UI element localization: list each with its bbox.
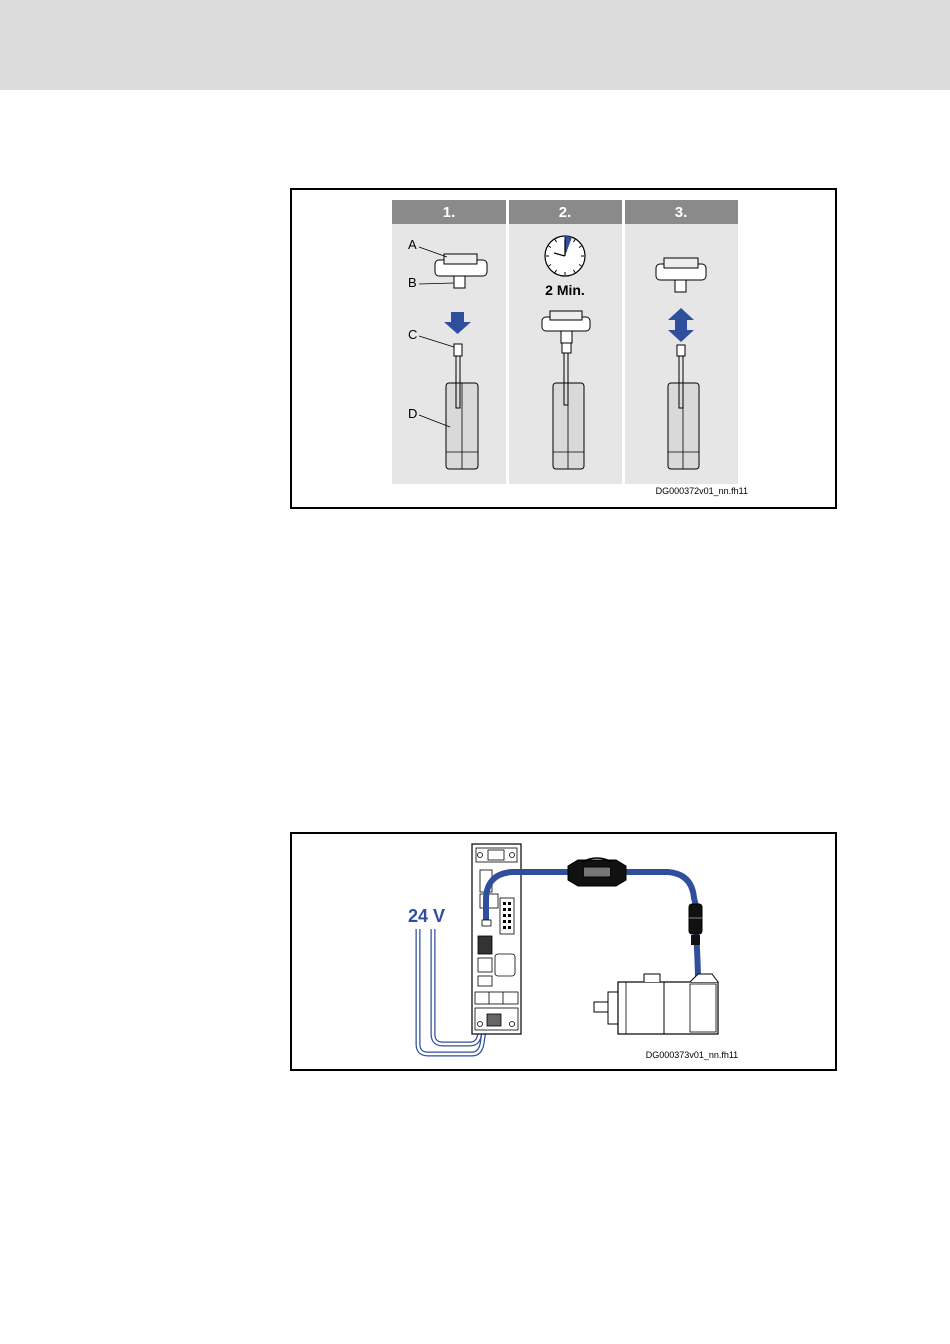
callout-a: A	[408, 237, 417, 252]
wait-time-label: 2 Min.	[545, 282, 585, 298]
step-3-label: 3.	[675, 204, 688, 221]
cable-plug	[482, 920, 491, 926]
voltage-label: 24 V	[408, 906, 445, 926]
figure-1-id: DG000372v01_nn.fh11	[656, 486, 748, 496]
callout-b: B	[408, 275, 417, 290]
figure-2-id: DG000373v01_nn.fh11	[646, 1050, 738, 1060]
encoder-memory-icon	[568, 858, 626, 886]
page-header-band	[0, 0, 950, 90]
plug-c	[677, 345, 685, 356]
step-1-label: 1.	[443, 204, 456, 221]
clock-icon	[545, 236, 585, 276]
figure-wiring-diagram: 24 V	[290, 832, 837, 1071]
servo-motor-icon	[594, 974, 718, 1034]
step-2-label: 2.	[559, 204, 572, 221]
callout-c: C	[408, 327, 417, 342]
figure-battery-replacement: 1. 2. 3. A B C	[290, 188, 837, 509]
cable-connector-icon	[689, 904, 702, 945]
battery-replacement-diagram: 1. 2. 3. A B C	[292, 190, 839, 511]
callout-d: D	[408, 406, 417, 421]
wiring-diagram: 24 V	[292, 834, 839, 1073]
plug-c	[454, 344, 462, 356]
